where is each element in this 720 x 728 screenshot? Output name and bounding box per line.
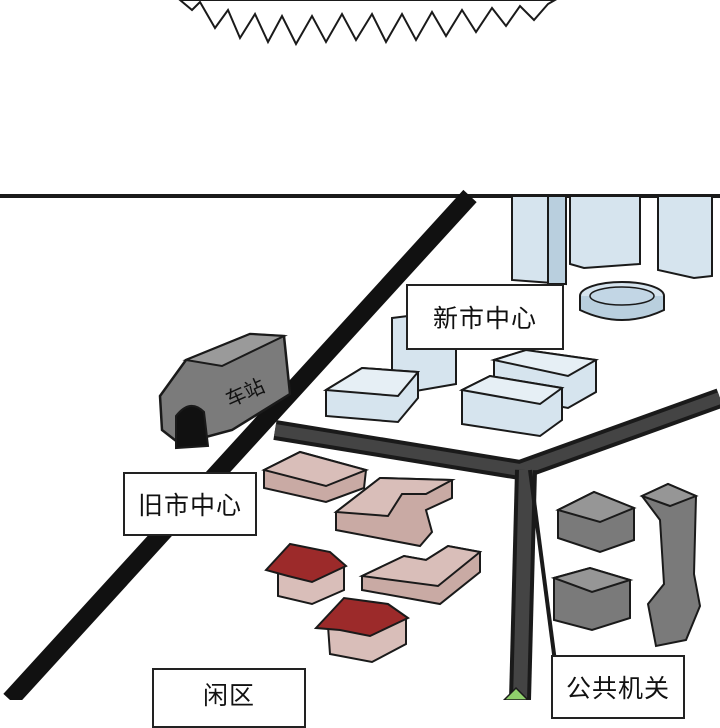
label-residential: 闲区 (152, 668, 306, 728)
label-new-city-center: 新市中心 (406, 284, 564, 350)
label-public-agencies: 公共机关 (551, 655, 685, 719)
roads (273, 388, 720, 700)
station-building (158, 332, 292, 450)
grey-buildings (550, 482, 702, 648)
speech-burst-edge (178, 0, 558, 47)
railway-line (3, 189, 477, 700)
round-plaza (579, 281, 665, 321)
city-map-illustration: 车站 (0, 0, 720, 700)
park-area (502, 686, 530, 700)
label-old-city-center: 旧市中心 (123, 472, 257, 536)
old-town-buildings (261, 450, 483, 606)
glass-blocks (322, 348, 600, 438)
glass-towers (511, 195, 713, 286)
red-roof-houses (264, 542, 410, 664)
